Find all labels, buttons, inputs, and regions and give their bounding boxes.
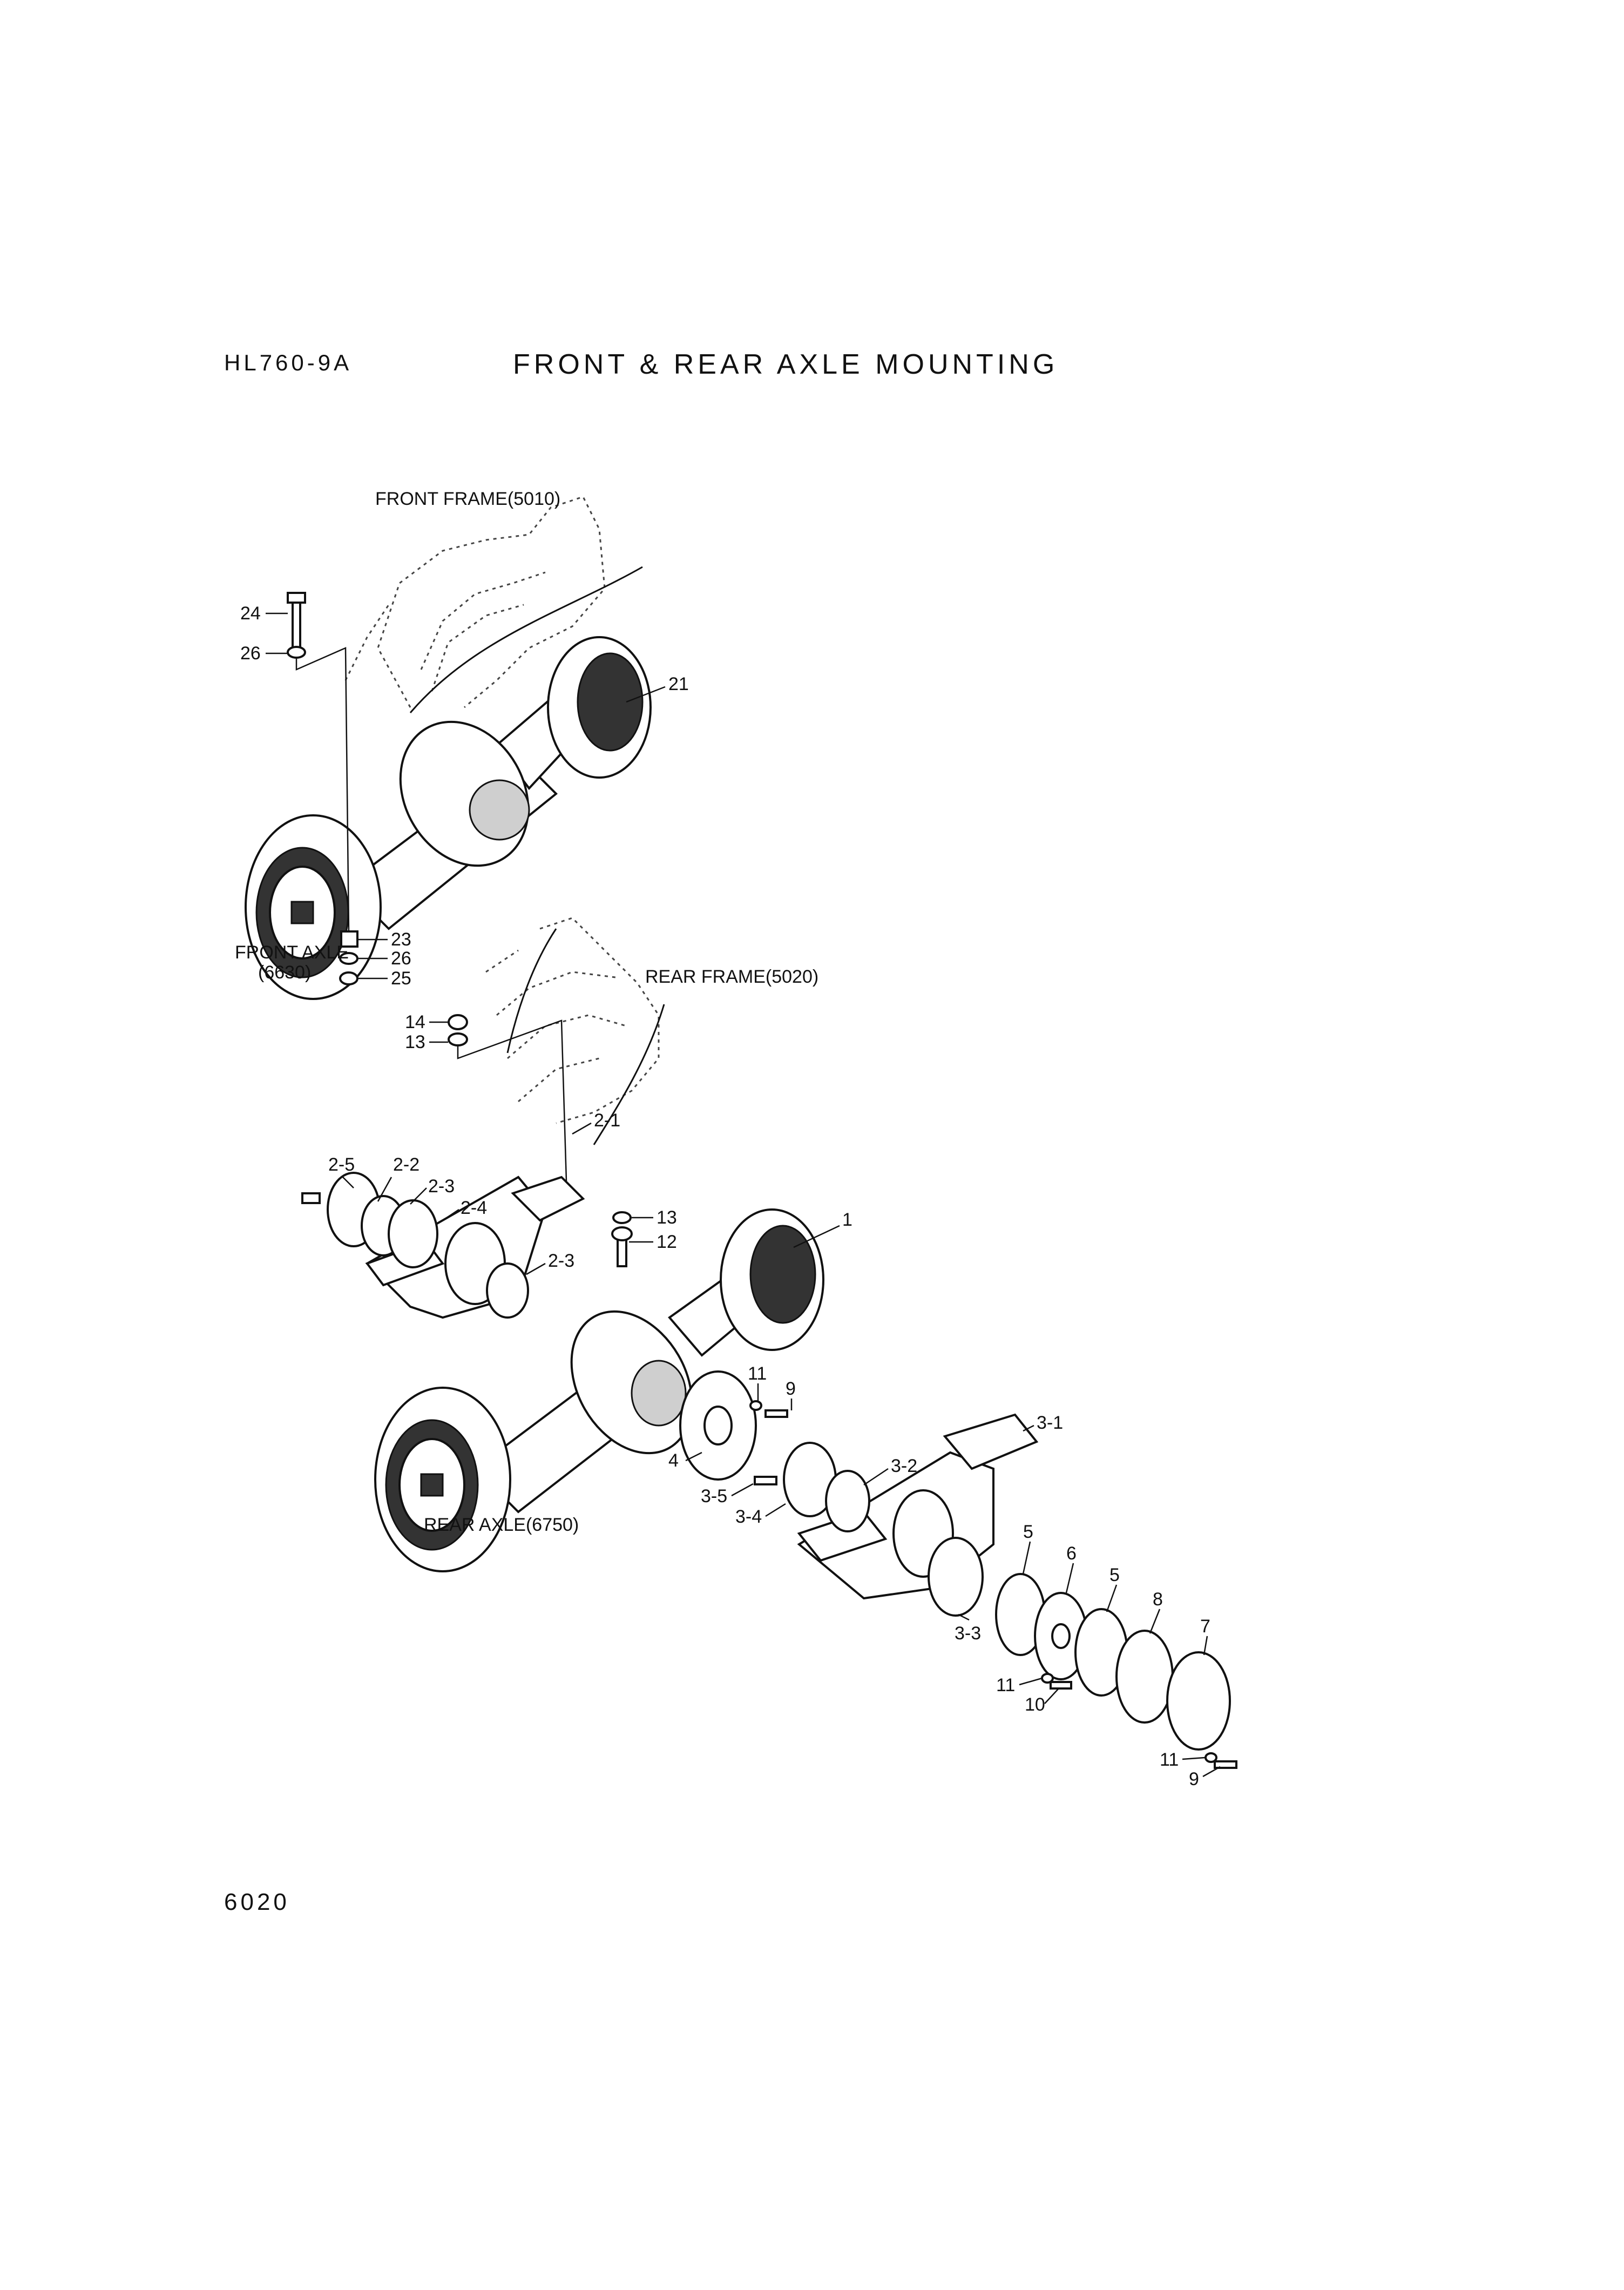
rear-axle-bracket-left <box>301 1172 633 1319</box>
callout-13-top: 13 <box>405 1032 425 1052</box>
callouts: 24 26 21 23 26 25 14 13 2-5 2-2 2-3 2-4 … <box>240 603 1221 1789</box>
callout-2-4: 2-4 <box>461 1198 487 1218</box>
front-frame-outline <box>344 496 606 708</box>
callout-12: 12 <box>657 1232 677 1252</box>
callout-14: 14 <box>405 1012 425 1032</box>
rear-axle-assembly <box>374 1208 824 1572</box>
callout-2-3-top: 2-3 <box>428 1176 455 1197</box>
rear-axle-bracket-right <box>783 1413 1039 1600</box>
front-frame-label: FRONT FRAME(5010) <box>375 489 560 509</box>
front-mount-hardware <box>287 592 358 985</box>
callout-2-5: 2-5 <box>328 1154 355 1175</box>
callout-2-2: 2-2 <box>393 1154 419 1175</box>
callout-9-upper: 9 <box>786 1379 796 1399</box>
end-cap-stack <box>928 1537 1237 1769</box>
page-title: FRONT & REAR AXLE MOUNTING <box>513 349 1059 380</box>
callout-3-2: 3-2 <box>891 1456 917 1476</box>
callout-11-lower-right: 11 <box>1160 1749 1179 1770</box>
rear-frame-label: REAR FRAME(5020) <box>645 967 818 987</box>
callout-21: 21 <box>668 674 689 694</box>
callout-26-front-top: 26 <box>240 643 261 664</box>
callout-1: 1 <box>842 1210 852 1230</box>
rear-frame-outline <box>485 917 660 1124</box>
front-axle-label-line2: (6630) <box>258 962 311 983</box>
page-number: 6020 <box>224 1889 290 1915</box>
callout-5-left: 5 <box>1023 1522 1033 1542</box>
callout-23: 23 <box>391 929 411 950</box>
model-number: HL760-9A <box>224 350 353 375</box>
callout-4: 4 <box>668 1450 679 1471</box>
callout-3-4: 3-4 <box>735 1507 762 1527</box>
callout-11-upper: 11 <box>748 1363 767 1384</box>
callout-26-front-bottom: 26 <box>391 948 411 969</box>
callout-9-lower: 9 <box>1189 1769 1199 1789</box>
callout-3-3: 3-3 <box>955 1623 981 1644</box>
callout-6: 6 <box>1066 1543 1077 1564</box>
front-axle-label-line1: FRONT AXLE <box>235 942 349 963</box>
callout-25: 25 <box>391 968 411 989</box>
callout-5-right: 5 <box>1109 1565 1120 1585</box>
callout-2-1: 2-1 <box>594 1110 620 1131</box>
callout-3-1: 3-1 <box>1037 1413 1063 1433</box>
callout-3-5: 3-5 <box>701 1486 727 1507</box>
callout-8: 8 <box>1153 1589 1163 1610</box>
callout-13-bottom: 13 <box>657 1207 677 1228</box>
rear-frame-hardware <box>448 1014 568 1199</box>
callout-24: 24 <box>240 603 261 624</box>
rear-axle-label: REAR AXLE(6750) <box>424 1515 579 1535</box>
callout-10: 10 <box>1025 1694 1045 1715</box>
callout-2-3-bottom: 2-3 <box>548 1251 574 1271</box>
rear-flange-parts <box>679 1370 788 1485</box>
callout-11-lower-left: 11 <box>996 1675 1015 1695</box>
callout-7: 7 <box>1200 1616 1210 1637</box>
front-axle-assembly <box>245 636 652 1000</box>
